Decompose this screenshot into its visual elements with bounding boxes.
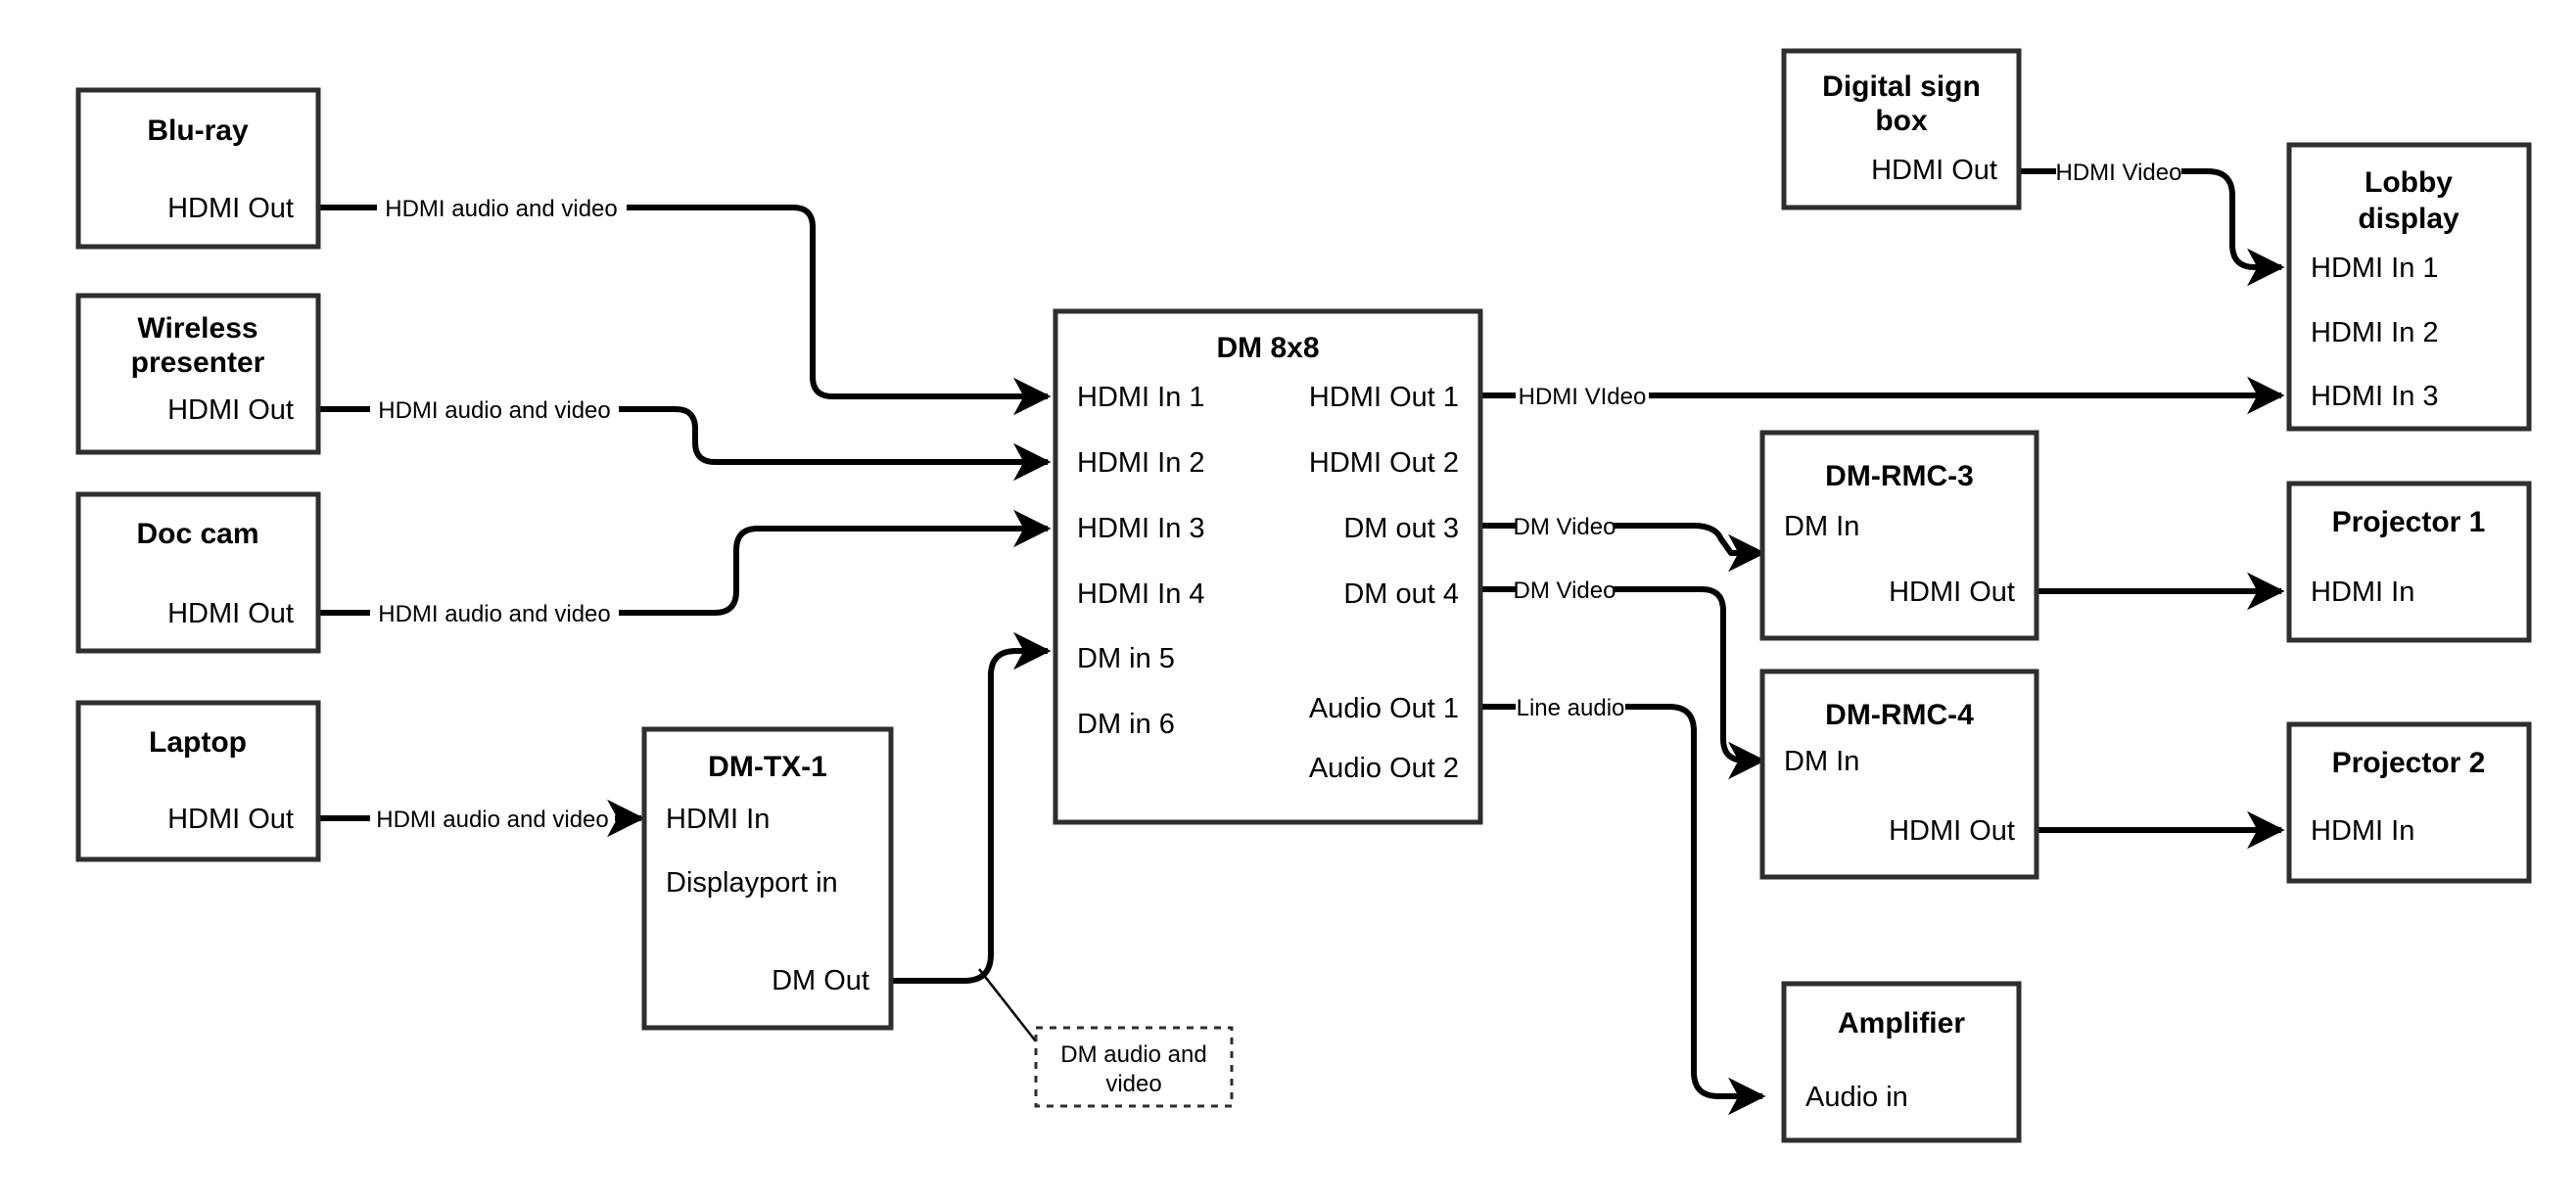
- wire-bluray-to-hdmi-in-1: [318, 205, 1048, 396]
- device-digital-sign-box-frame: [1781, 48, 2022, 210]
- device-dm-rmc-4-frame: [1759, 669, 2039, 880]
- device-dm-8x8-input-5: DM in 5: [1077, 643, 1175, 674]
- device-dm-8x8-output-2: HDMI Out 2: [1309, 447, 1459, 479]
- device-dm-rmc-3-frame: [1759, 430, 2039, 641]
- device-laptop-frame: [75, 700, 321, 862]
- device-projector-1-title: Projector 1: [2332, 506, 2486, 538]
- link-label-wireless-to-hdmi-in-2: HDMI audio and video: [378, 397, 610, 424]
- device-dm-tx-1-frame: [641, 726, 894, 1031]
- device-bluray-title: Blu-ray: [147, 115, 249, 147]
- device-doc-cam-frame: [75, 491, 321, 654]
- link-label-laptop-to-dmtx1: HDMI audio and video: [376, 807, 608, 833]
- device-dm-8x8-input-6: DM in 6: [1077, 709, 1175, 740]
- device-bluray[interactable]: Blu-ray HDMI Out: [75, 87, 321, 250]
- device-dm-8x8-title: DM 8x8: [1216, 332, 1319, 364]
- device-dm-rmc-3-title: DM-RMC-3: [1825, 460, 1974, 492]
- wire-sign-to-lobby-in-1: [2019, 168, 2281, 267]
- wire-dm-out-4-to-rmc4: [1480, 586, 1762, 761]
- device-laptop[interactable]: Laptop HDMI Out: [75, 700, 321, 862]
- link-label-doccam-to-hdmi-in-3: HDMI audio and video: [378, 601, 610, 627]
- wire-dmtx1-to-dm-in-5: [891, 631, 1052, 984]
- device-dm-rmc-4-port-hdmi-out: HDMI Out: [1889, 815, 2015, 847]
- link-label-hdmi-out-1-to-lobby: HDMI VIdeo: [1519, 384, 1647, 410]
- wire-wireless-to-hdmi-in-2: [318, 406, 1048, 462]
- device-dm-tx-1[interactable]: DM-TX-1 HDMI In Displayport in DM Out: [641, 726, 894, 1031]
- wire-audio-out-1-to-amplifier: [1480, 704, 1762, 1096]
- device-dm-8x8[interactable]: DM 8x8 HDMI In 1 HDMI In 2 HDMI In 3 HDM…: [1053, 308, 1483, 825]
- device-dm-8x8-input-3: HDMI In 3: [1077, 513, 1205, 544]
- device-lobby-display-input-3: HDMI In 3: [2311, 381, 2439, 412]
- device-digital-sign-box-title-line1: Digital sign: [1822, 70, 1981, 103]
- device-lobby-display-frame: [2286, 142, 2532, 432]
- device-dm-rmc-4-title: DM-RMC-4: [1825, 699, 1974, 731]
- device-wireless-presenter-title-line2: presenter: [131, 346, 265, 379]
- device-dm-8x8-output-5: Audio Out 1: [1309, 693, 1459, 724]
- device-bluray-frame: [75, 87, 321, 250]
- device-digital-sign-box-title-line2: box: [1875, 105, 1928, 137]
- device-wireless-presenter-title-line1: Wireless: [137, 312, 258, 345]
- device-lobby-display-title-line1: Lobby: [2365, 166, 2453, 199]
- note-dm-audio-and-video-line2: video: [1105, 1071, 1161, 1097]
- device-bluray-port-hdmi-out: HDMI Out: [167, 193, 294, 224]
- device-dm-8x8-input-4: HDMI In 4: [1077, 578, 1205, 610]
- device-projector-2-title: Projector 2: [2332, 747, 2486, 779]
- device-lobby-display-input-1: HDMI In 1: [2311, 253, 2439, 284]
- device-dm-rmc-3[interactable]: DM-RMC-3 DM In HDMI Out: [1759, 430, 2039, 641]
- device-amplifier[interactable]: Amplifier Audio in: [1781, 981, 2022, 1143]
- device-projector-2-frame: [2286, 721, 2532, 884]
- device-laptop-title: Laptop: [149, 726, 247, 759]
- note-dm-audio-and-video-line1: DM audio and: [1060, 1041, 1206, 1068]
- link-label-audio-out-1-to-amplifier: Line audio: [1517, 695, 1625, 721]
- device-lobby-display[interactable]: Lobby display HDMI In 1 HDMI In 2 HDMI I…: [2286, 142, 2532, 432]
- link-label-bluray-to-hdmi-in-1: HDMI audio and video: [385, 196, 617, 222]
- wire-doccam-to-hdmi-in-3: [318, 529, 1048, 616]
- device-lobby-display-title-line2: display: [2358, 203, 2459, 235]
- device-wireless-presenter[interactable]: Wireless presenter HDMI Out: [75, 293, 321, 455]
- device-dm-8x8-output-3: DM out 3: [1343, 513, 1459, 544]
- leader-line-dm-audio-video: [978, 968, 1037, 1042]
- link-label-sign-to-lobby-in-1: HDMI Video: [2056, 160, 2182, 186]
- device-dm-8x8-input-2: HDMI In 2: [1077, 447, 1205, 479]
- device-doc-cam[interactable]: Doc cam HDMI Out: [75, 491, 321, 654]
- device-dm-rmc-3-port-hdmi-out: HDMI Out: [1889, 577, 2015, 608]
- device-dm-rmc-4[interactable]: DM-RMC-4 DM In HDMI Out: [1759, 669, 2039, 880]
- device-dm-rmc-3-port-dm-in: DM In: [1784, 511, 1859, 542]
- device-projector-2-port-hdmi-in: HDMI In: [2311, 815, 2414, 847]
- device-dm-rmc-4-port-dm-in: DM In: [1784, 746, 1859, 777]
- device-dm-8x8-output-4: DM out 4: [1343, 578, 1459, 610]
- device-digital-sign-box[interactable]: Digital sign box HDMI Out: [1781, 48, 2022, 210]
- device-amplifier-port-audio-in: Audio in: [1805, 1082, 1908, 1113]
- device-projector-2[interactable]: Projector 2 HDMI In: [2286, 721, 2532, 884]
- device-wireless-presenter-port-hdmi-out: HDMI Out: [167, 394, 294, 426]
- device-dm-8x8-output-1: HDMI Out 1: [1309, 382, 1459, 413]
- device-dm-tx-1-port-hdmi-in: HDMI In: [666, 804, 770, 835]
- device-dm-8x8-input-1: HDMI In 1: [1077, 382, 1205, 413]
- device-dm-8x8-frame: [1053, 308, 1483, 825]
- device-amplifier-frame: [1781, 981, 2022, 1143]
- device-lobby-display-input-2: HDMI In 2: [2311, 317, 2439, 348]
- device-dm-tx-1-title: DM-TX-1: [708, 751, 827, 783]
- device-dm-tx-1-port-dm-out: DM Out: [772, 965, 869, 996]
- device-doc-cam-port-hdmi-out: HDMI Out: [167, 598, 294, 629]
- wire-dm-out-3-to-rmc3: [1480, 526, 1762, 553]
- device-projector-1-port-hdmi-in: HDMI In: [2311, 577, 2414, 608]
- device-digital-sign-box-port-hdmi-out: HDMI Out: [1871, 155, 1997, 186]
- device-doc-cam-title: Doc cam: [136, 518, 258, 550]
- device-projector-1[interactable]: Projector 1 HDMI In: [2286, 481, 2532, 643]
- link-label-dm-out-4-to-rmc4: DM Video: [1514, 577, 1616, 604]
- link-label-dm-out-3-to-rmc3: DM Video: [1514, 514, 1616, 540]
- device-amplifier-title: Amplifier: [1838, 1007, 1965, 1039]
- device-dm-8x8-output-6: Audio Out 2: [1309, 753, 1459, 784]
- device-laptop-port-hdmi-out: HDMI Out: [167, 804, 294, 835]
- device-dm-tx-1-port-displayport-in: Displayport in: [666, 867, 838, 899]
- note-dm-audio-and-video-frame: [1034, 1026, 1234, 1108]
- device-projector-1-frame: [2286, 481, 2532, 643]
- device-wireless-presenter-frame: [75, 293, 321, 455]
- note-dm-audio-and-video: DM audio and video: [1034, 1026, 1234, 1108]
